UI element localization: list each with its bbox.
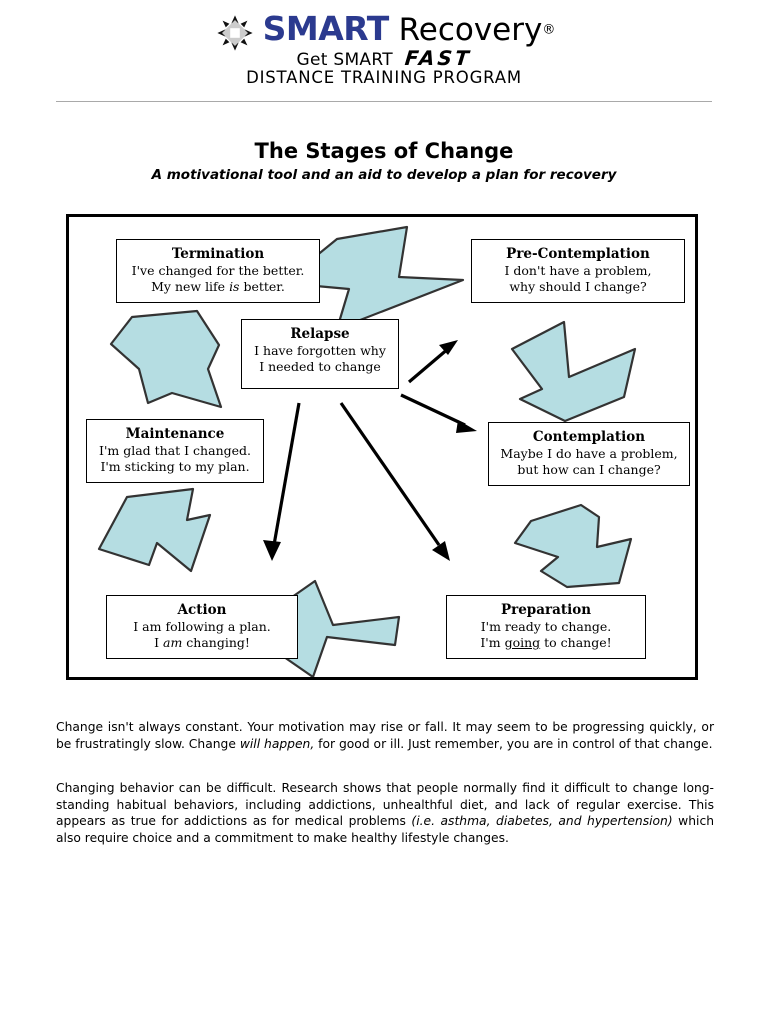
body-paragraph-1: Change isn't always constant. Your motiv… [56,719,714,752]
stage-line-2-emphasis: am [163,635,183,650]
stage-line-2: I am changing! [107,635,297,651]
brand-recovery [389,12,399,48]
stage-title: Pre-Contemplation [506,246,650,262]
stage-box-maintenance[interactable]: Maintenance I'm glad that I changed. I'm… [86,419,264,483]
registered-trademark-icon: ® [542,22,556,38]
stage-box-termination[interactable]: Termination I've changed for the better.… [116,239,320,303]
program-subtitle: DISTANCE TRAINING PROGRAM [246,68,522,87]
stage-line-1: I am following a plan. [133,619,271,634]
page-subtitle: A motivational tool and an aid to develo… [151,167,617,183]
stage-line-2: I needed to change [259,359,381,374]
stage-line-1: I've changed for the better. [131,263,305,278]
stage-box-contemplation[interactable]: Contemplation Maybe I do have a problem,… [488,422,690,486]
smart-recovery-logo: SMART Recovery® [0,12,768,57]
paragraph-1-text-b: for good or ill. Just remember, you are … [314,736,713,751]
body-paragraph-2: Changing behavior can be difficult. Rese… [56,780,714,846]
stage-line-2-post: to change! [540,635,612,650]
paragraph-2-text-b: which also require choice and a commitme… [56,814,714,845]
stage-box-preparation[interactable]: Preparation I'm ready to change. I'm goi… [446,595,646,659]
stage-line-2: I'm going to change! [447,635,645,651]
stage-line-2-pre: I [154,635,163,650]
tagline-get-smart: Get SMART [296,50,393,70]
stage-line-2-emphasis: is [229,279,240,294]
arrow-action-to-maintenance [97,487,212,573]
document-header: SMART Recovery® Get SMART FAST DISTANCE T… [0,0,768,104]
arrow-relapse-to-action [263,402,301,561]
stage-line-2-post: changing! [182,635,250,650]
arrow-relapse-to-precontemplation [407,340,458,384]
paragraph-2-text-a: Changing behavior can be difficult. Rese… [56,781,714,829]
paragraph-1-emphasis: will happen, [239,736,315,751]
logo-tagline: Get SMART FAST [0,46,768,70]
stage-line-2-pre: My new life [151,279,230,294]
stage-box-relapse[interactable]: Relapse I have forgotten why I needed to… [241,319,399,389]
stage-line-2-post: better. [239,279,285,294]
stage-line-2: My new life is better. [117,279,319,295]
stage-title: Maintenance [125,426,225,442]
stage-title: Contemplation [532,429,646,445]
paragraph-2-emphasis: (i.e. asthma, diabetes, and hypertension… [411,814,673,829]
arrow-contemplation-to-preparation [513,503,633,589]
stage-box-action[interactable]: Action I am following a plan. I am chang… [106,595,298,659]
paragraph-1-text-a: Change isn't always constant. Your motiv… [56,720,714,751]
arrow-relapse-to-contemplation [400,393,477,433]
stage-line-2-pre: I'm [480,635,505,650]
stage-line-2-underlined: going [504,635,541,650]
stage-line-1: I don't have a problem, [504,263,652,278]
stage-title: Preparation [500,602,592,618]
stage-line-1: I'm glad that I changed. [99,443,251,458]
stage-box-pre-contemplation[interactable]: Pre-Contemplation I don't have a problem… [471,239,685,303]
starburst-compass-icon [217,15,253,51]
brand-recovery-text: Recovery [398,12,543,48]
page-title: The Stages of Change [254,139,514,163]
arrow-precontemplation-to-contemplation [510,320,637,423]
stage-line-1: I have forgotten why [254,343,386,358]
stage-line-2: but how can I change? [517,462,661,477]
stage-line-1: I'm ready to change. [480,619,612,634]
header-divider [56,101,712,102]
stage-line-2: I'm sticking to my plan. [100,459,250,474]
brand-smart: SMART [262,9,390,48]
arrow-relapse-to-preparation [339,402,450,561]
stages-of-change-diagram: Termination I've changed for the better.… [66,214,698,680]
stage-line-1: Maybe I do have a problem, [500,446,678,461]
stage-title: Action [177,602,227,618]
arrow-maintenance-to-termination [109,309,223,409]
stage-line-2: why should I change? [509,279,647,294]
tagline-fast: FAST [403,46,473,70]
stage-title: Termination [171,246,265,262]
stage-title: Relapse [290,326,350,342]
